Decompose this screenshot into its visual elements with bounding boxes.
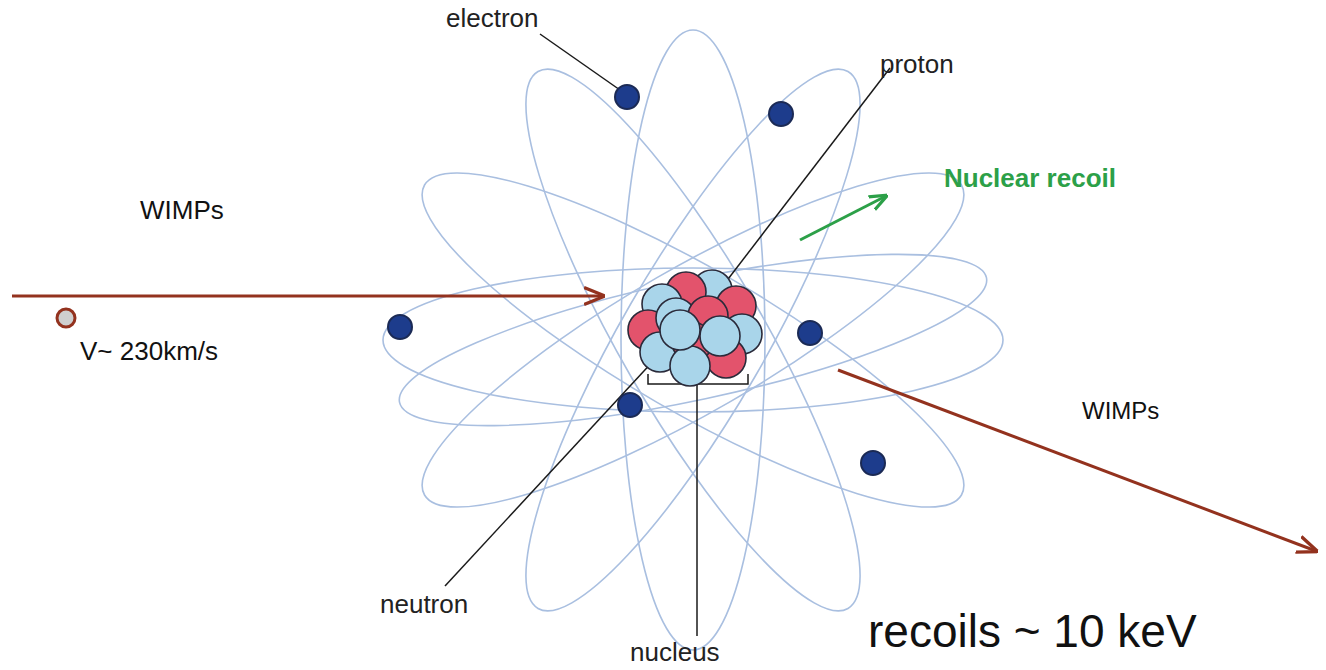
proton-label: proton (880, 50, 954, 79)
orbit (389, 123, 998, 558)
leader-lines (445, 34, 890, 636)
nucleus-label: nucleus (630, 638, 720, 667)
nucleus-leader (696, 384, 698, 636)
recoil-arrow (800, 196, 886, 240)
orbit (387, 219, 999, 461)
electron-dot (798, 321, 822, 345)
wimp-out-arrow (838, 370, 1316, 551)
electron-dot (388, 315, 412, 339)
electron-dot (615, 85, 639, 109)
velocity-label: V~ 230km/s (80, 337, 218, 366)
proton-leader (712, 68, 890, 300)
neutron-label: neutron (380, 590, 468, 619)
electron-dot (618, 393, 642, 417)
wimp-label: WIMPs (140, 196, 224, 225)
electron-leader (540, 34, 620, 90)
orbit (383, 268, 1003, 412)
orbit (476, 36, 911, 645)
recoil-energy-label: recoils ~ 10 keV (868, 606, 1197, 657)
neutron-ball (700, 316, 740, 356)
neutron-ball (660, 310, 700, 350)
orbit (621, 30, 765, 650)
recoil-label: Nuclear recoil (944, 164, 1116, 193)
orbit-group (383, 30, 1003, 650)
neutron-leader (445, 345, 668, 586)
electron-dot (769, 102, 793, 126)
wimp-particle (57, 309, 75, 327)
electron-dot (861, 451, 885, 475)
wimp-in-arrow (12, 295, 603, 298)
orbit (389, 123, 998, 558)
electron-group (388, 85, 885, 475)
wimp-label: WIMPs (1082, 398, 1159, 424)
nucleus-cluster (628, 270, 762, 386)
neutron-ball (670, 346, 710, 386)
electron-label: electron (446, 4, 539, 33)
orbit (476, 36, 911, 645)
